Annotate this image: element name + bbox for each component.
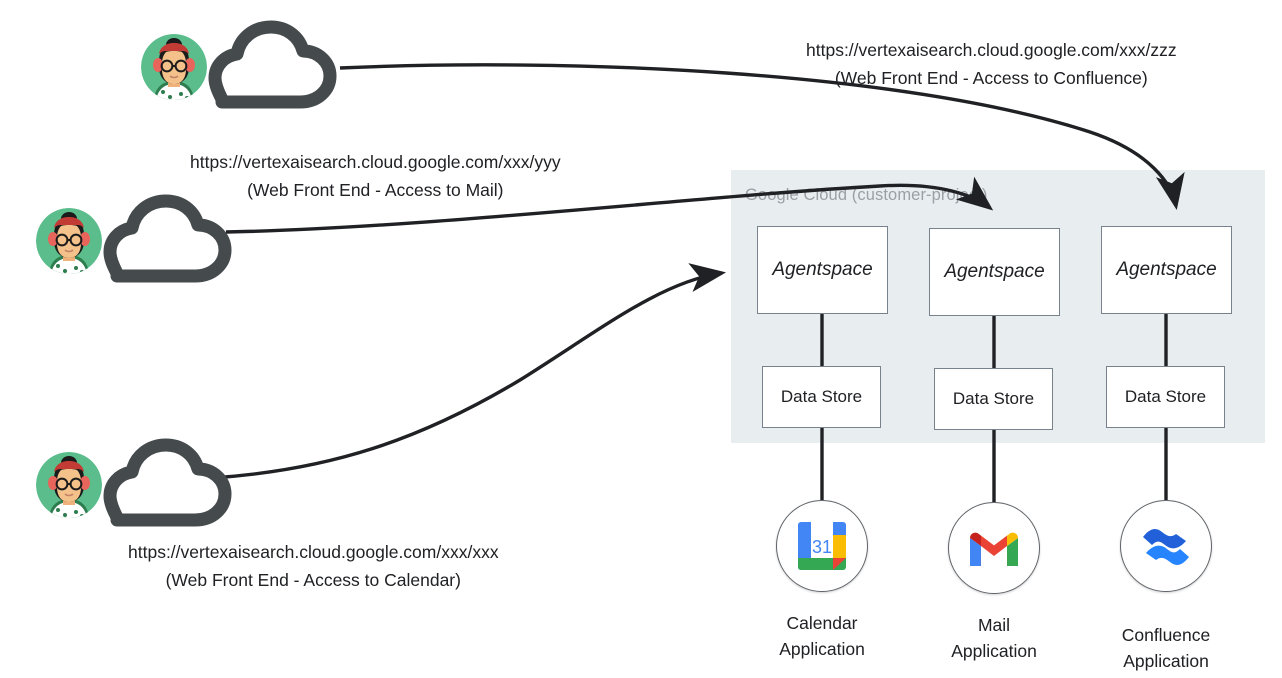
- user-avatar-icon: [141, 34, 207, 100]
- app-circle-mail[interactable]: [948, 502, 1040, 594]
- user-group-confluence[interactable]: [141, 20, 341, 110]
- datastore-label: Data Store: [952, 388, 1035, 408]
- app-circle-calendar[interactable]: 31: [776, 500, 868, 592]
- confluence-icon: [1143, 529, 1189, 565]
- url-description: (Web Front End - Access to Mail): [247, 180, 504, 201]
- user-group-calendar[interactable]: [36, 438, 236, 528]
- cloud-icon: [72, 194, 236, 284]
- datastore-label: Data Store: [780, 386, 863, 406]
- datastore-box-mail[interactable]: Data Store: [934, 368, 1053, 430]
- url-description: (Web Front End - Access to Confluence): [834, 68, 1148, 89]
- gmail-icon: [970, 532, 1018, 566]
- app-caption-line2: Application: [951, 641, 1037, 662]
- agentspace-box-confluence[interactable]: Agentspace: [1101, 226, 1232, 314]
- user-avatar-icon: [36, 452, 102, 518]
- datastore-box-calendar[interactable]: Data Store: [762, 366, 881, 428]
- app-caption-calendar: Calendar Application: [722, 610, 922, 663]
- url-text: https://vertexaisearch.cloud.google.com/…: [190, 152, 561, 172]
- datastore-label: Data Store: [1124, 386, 1207, 406]
- app-caption-line1: Calendar: [786, 613, 858, 633]
- calendar-day-number: 31: [812, 537, 832, 557]
- google-cloud-region-label: Google Cloud (customer-project): [745, 186, 988, 204]
- app-caption-line1: Mail: [977, 615, 1011, 635]
- url-text: https://vertexaisearch.cloud.google.com/…: [806, 40, 1177, 60]
- agentspace-label: Agentspace: [1116, 258, 1217, 280]
- datastore-box-confluence[interactable]: Data Store: [1106, 366, 1225, 428]
- cloud-icon: [177, 20, 341, 110]
- url-label-mail: https://vertexaisearch.cloud.google.com/…: [190, 148, 561, 205]
- app-circle-confluence[interactable]: [1120, 500, 1212, 592]
- app-caption-confluence: Confluence Application: [1066, 622, 1266, 675]
- user-avatar-icon: [36, 208, 102, 274]
- url-description: (Web Front End - Access to Calendar): [165, 570, 461, 591]
- url-label-calendar: https://vertexaisearch.cloud.google.com/…: [128, 538, 499, 595]
- app-caption-line2: Application: [1123, 651, 1209, 672]
- user-group-mail[interactable]: [36, 194, 236, 284]
- agentspace-box-mail[interactable]: Agentspace: [929, 228, 1060, 316]
- app-caption-line1: Confluence: [1121, 625, 1211, 645]
- app-caption-mail: Mail Application: [894, 612, 1094, 665]
- agentspace-box-calendar[interactable]: Agentspace: [757, 226, 888, 314]
- google-calendar-icon: 31: [798, 522, 846, 570]
- url-label-confluence: https://vertexaisearch.cloud.google.com/…: [806, 36, 1177, 93]
- url-text: https://vertexaisearch.cloud.google.com/…: [128, 542, 499, 562]
- agentspace-label: Agentspace: [944, 260, 1045, 282]
- app-caption-line2: Application: [779, 639, 865, 660]
- agentspace-label: Agentspace: [772, 258, 873, 280]
- cloud-icon: [72, 438, 236, 528]
- connector-calendar-user: [211, 263, 727, 480]
